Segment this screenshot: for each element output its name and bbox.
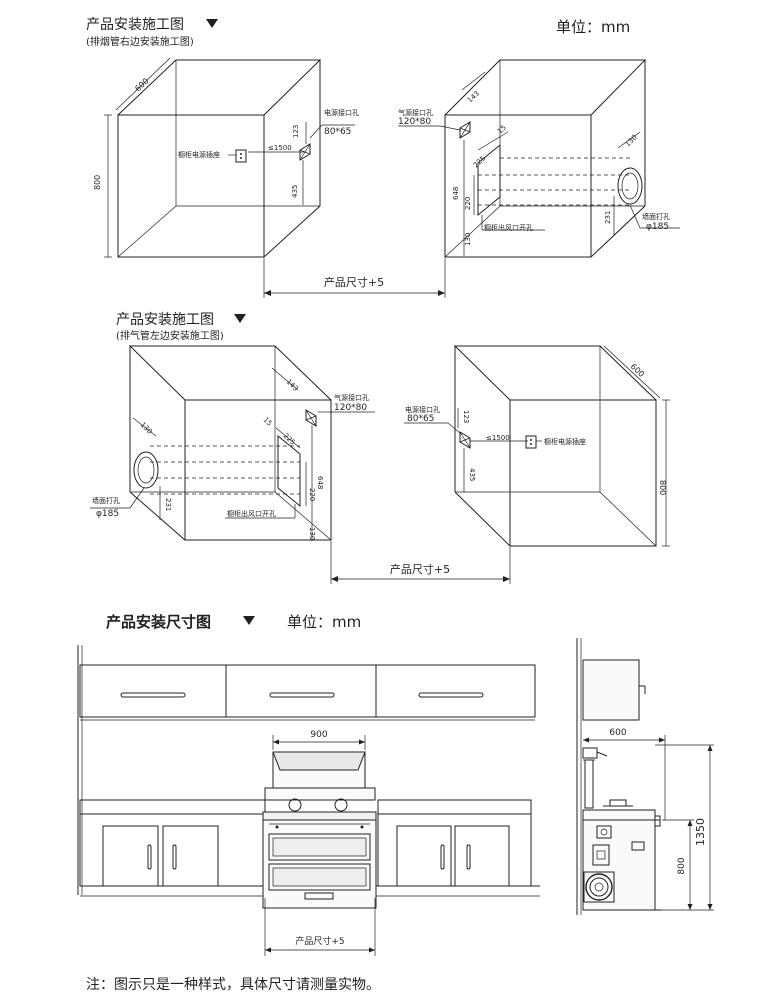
s1-left-box: 600 800 橱柜电源插座 ≤1500 电源接口孔 80*65 123 435: [93, 57, 359, 258]
s2-socket-dist: ≤1500: [486, 434, 510, 442]
s2-dim-231: 231: [164, 498, 172, 511]
s3-side-view: 600 800 1350: [576, 638, 714, 915]
s1-dim-15: 15: [496, 124, 508, 136]
s3-dim-600: 600: [609, 728, 626, 738]
s2-subtitle: (排气管左边安装施工图): [116, 331, 224, 342]
s1-height-label: 800: [93, 175, 102, 190]
s2-power-hole-size: 80*65: [407, 414, 434, 424]
s2-wall-hole-size: φ185: [96, 509, 119, 519]
s2-power-hole-label: 电源接口孔: [405, 405, 440, 414]
s1-unit: 单位：mm: [556, 18, 631, 36]
s2-dim-130b: 130: [308, 527, 316, 540]
s1-socket-label: 橱柜电源插座: [178, 150, 220, 159]
s1-power-hole-size: 80*65: [324, 127, 351, 137]
s1-title: 产品安装施工图: [86, 17, 184, 33]
s1-dim-123: 123: [292, 125, 300, 138]
s2-dim-648: 648: [316, 476, 324, 489]
s2-gas-hole-label: 气源接口孔: [334, 393, 369, 402]
s1-gas-hole-size: 120*80: [398, 117, 431, 127]
s1-width-label: 产品尺寸+5: [324, 275, 384, 289]
s1-socket-dist: ≤1500: [268, 144, 292, 152]
s2-dim-123: 123: [462, 410, 470, 423]
s2-height-label: 800: [658, 480, 667, 495]
s3-unit: 单位：mm: [287, 613, 362, 631]
s1-dim-130-top: 130: [624, 133, 639, 148]
s3-title-arrow-icon: [243, 616, 255, 625]
s2-title-arrow-icon: [234, 314, 246, 323]
s1-dim-231: 231: [604, 211, 612, 224]
s1-dim-435: 435: [291, 185, 299, 198]
s1-dim-220: 220: [464, 197, 472, 210]
s1-title-arrow-icon: [206, 19, 218, 28]
s1-wall-hole-label: 墙面打孔: [642, 212, 670, 221]
s3-dim-900: 900: [310, 730, 327, 740]
s2-width-label: 产品尺寸+5: [390, 562, 450, 576]
s2-dim-220: 220: [308, 488, 316, 501]
s2-wall-hole-label: 墙面打孔: [92, 496, 120, 505]
s2-right-box: 600 800 电源接口孔 80*65 123 ≤1500 橱柜电源插座 435: [404, 345, 670, 547]
s1-subtitle: (排烟管右边安装施工图): [86, 37, 194, 48]
s1-dim-648: 648: [452, 187, 460, 200]
s1-wall-hole-size: φ185: [646, 222, 669, 232]
s1-gas-hole-label: 气源接口孔: [398, 108, 433, 117]
s2-dim-435: 435: [468, 468, 476, 481]
s1-right-box: 气源接口孔 120*80 143 15 225 648 220 130 橱柜出风…: [398, 59, 680, 258]
s1-width-dim: 产品尺寸+5: [263, 258, 446, 298]
s2-outlet-label: 橱柜出风口开孔: [227, 509, 276, 518]
s2-width-dim: 产品尺寸+5: [330, 541, 511, 584]
s2-dim-15: 15: [262, 416, 274, 428]
s1-outlet-label: 橱柜出风口开孔: [484, 223, 533, 232]
s3-title: 产品安装尺寸图: [106, 613, 212, 631]
s3-kitchen-front: 900 产品尺寸+5: [77, 645, 540, 956]
s3-width-label: 产品尺寸+5: [295, 935, 344, 947]
s2-gas-hole-size: 120*80: [334, 403, 367, 413]
s3-dim-1350: 1350: [694, 818, 707, 846]
s1-dim-130: 130: [464, 233, 472, 246]
s2-dim-130: 130: [139, 421, 154, 436]
s2-dim-143: 143: [285, 378, 300, 393]
footnote: 注：图示只是一种样式，具体尺寸请测量实物。: [86, 977, 380, 993]
s2-title: 产品安装施工图: [116, 312, 214, 328]
s2-socket-label: 橱柜电源插座: [544, 437, 586, 446]
s2-left-box: 130 231 墙面打孔 φ185 143 15 225 气源接口孔 120*8…: [90, 345, 375, 541]
s3-dim-800: 800: [677, 857, 687, 874]
s1-power-hole-label: 电源接口孔: [324, 108, 359, 117]
s2-dim-225: 225: [282, 432, 297, 447]
